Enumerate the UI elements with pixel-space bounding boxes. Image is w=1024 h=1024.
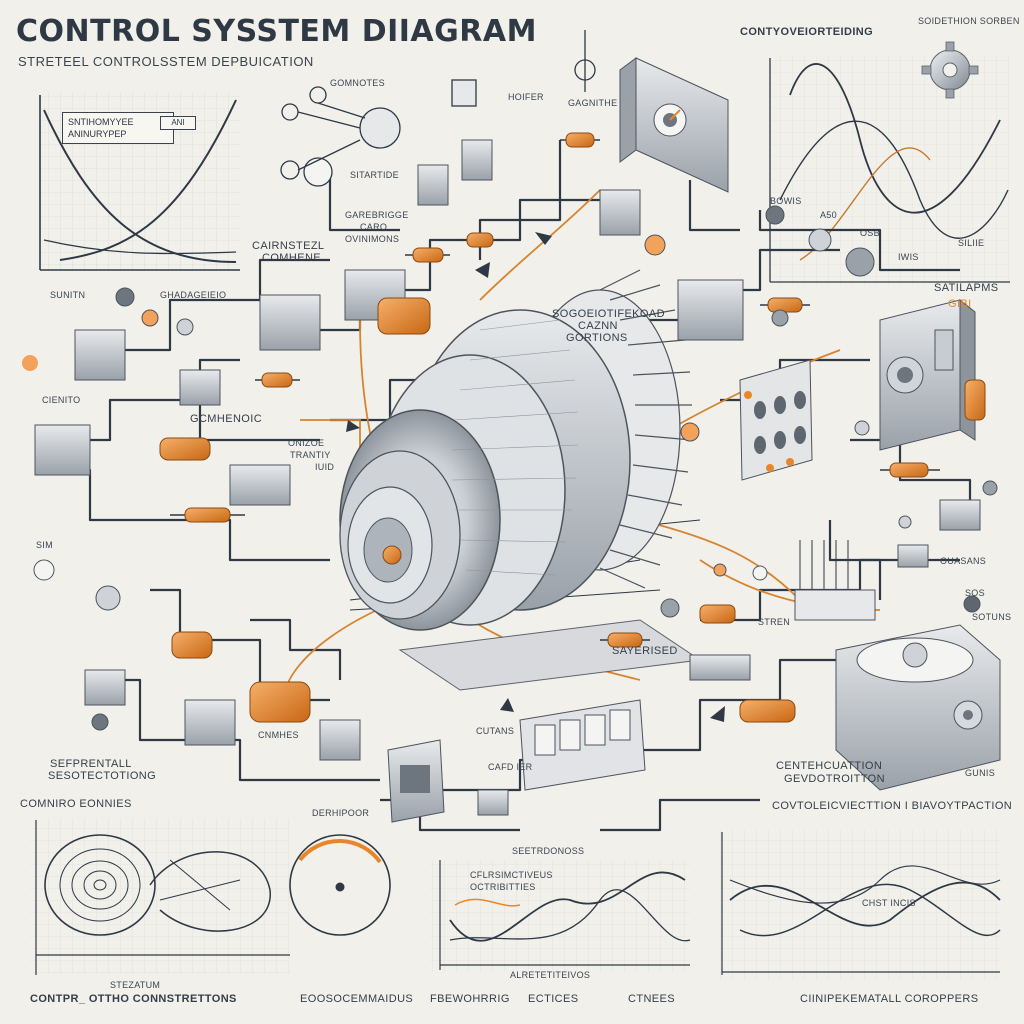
bottom-right-graph (721, 832, 1001, 975)
label-a50: A50 (820, 210, 837, 220)
bottom-left-footer: CONTPR_ OTTHO CONNSTRETTONS (30, 993, 237, 1005)
label-cairnstezl: CAIRNSTEZL (252, 240, 325, 252)
label-gunis: GUNIS (965, 768, 996, 778)
bottom-center-graph-grid (430, 860, 690, 972)
label-gibi: GIBI (948, 298, 972, 310)
cylinders (159, 297, 986, 723)
label-gortions: GORTIONS (566, 332, 628, 344)
page-title: CONTROL SYSSTEM DIIAGRAM (16, 14, 537, 49)
label-sim: SIM (36, 540, 53, 550)
bottom-right-sub: CHST INCIS (862, 898, 916, 908)
label-gonomes: GOMNOTES (330, 78, 385, 88)
label-cazmn: CAZNN (578, 320, 618, 332)
control-box-right (879, 298, 976, 451)
top-network-symbols (280, 30, 596, 187)
label-sesotectog: SESOTECTOTIONG (48, 770, 157, 782)
legend-line-1: SNTIHOMYYEE (68, 117, 134, 127)
label-gevdotroitton: GEVDOTROITTON (784, 773, 885, 785)
bottom-left-graph-grid (30, 818, 290, 974)
label-sos: SOS (965, 588, 985, 598)
label-osb: OSB (860, 228, 880, 238)
top-right-label: CONTYOVEIORTEIDING (740, 26, 874, 38)
top-left-legend: SNTIHOMYYEE ANINURYPEP (62, 112, 174, 144)
bottom-mid-title: DERHIPOOR (312, 808, 370, 818)
top-right-label-2: SOIDETHION SORBEN (918, 16, 1020, 26)
bottom-center-gauge (289, 834, 391, 936)
bottom-center-footer-2: ALRETETITEIVOS (510, 970, 591, 980)
gear-icon (921, 41, 979, 99)
label-sotuns: SOTUNS (972, 612, 1012, 622)
label-bowis: BOWIS (770, 196, 802, 206)
bottom-left-sub: STEZATUM (110, 980, 161, 990)
small-modules (34, 139, 981, 816)
terminal-block-bottom (519, 699, 646, 791)
label-ghadageieio: GHADAGEIEIO (160, 290, 227, 300)
label-cnmhes: CNMHES (258, 730, 299, 740)
label-cutans: CUTANS (476, 726, 515, 736)
bottom-right-graph-grid (720, 830, 1000, 980)
bottom-center-sub-2: OCTRIBITTIES (470, 882, 536, 892)
module-bottom-center (387, 739, 445, 823)
label-iuid: IUID (315, 462, 335, 472)
bottom-center-graph (439, 860, 691, 970)
label-carebrigge: GAREBRIGGE (345, 210, 409, 220)
legend-tag: ANI (160, 116, 196, 130)
bottom-right-footer: CIINIPEKEMATALL COROPPERS (800, 993, 979, 1005)
resistors (170, 132, 940, 648)
label-sogoer: SOGOEIOTIFEKOAD (552, 308, 665, 320)
label-sayreised: SAYERISED (612, 645, 678, 657)
bottom-mid-footer: EOOSOCEMMAIDUS (300, 993, 414, 1005)
bottom-center-title: SEETRDONOSS (512, 846, 585, 856)
bottom-center-footer-1: FBEWOHRRIG (430, 993, 510, 1005)
label-iwis: IWIS (898, 252, 919, 262)
label-sefprental: SEFPRENTALL (50, 758, 132, 770)
bottom-center-sub-1: CFLRSIMCTIVEUS (470, 870, 553, 880)
label-trantiy: TRANTIY (290, 450, 331, 460)
label-holfer: HOIFER (508, 92, 544, 102)
central-coil-motor (339, 269, 702, 691)
label-gcmhenoic: GCMHENOIC (190, 413, 263, 425)
label-ouasans: OUASANS (940, 556, 987, 566)
label-sintgie: SITARTIDE (350, 170, 399, 180)
bottom-left-title: COMNIRO EONNIES (20, 798, 132, 810)
label-sunitn: SUNITN (50, 290, 86, 300)
direction-arrows (346, 232, 725, 722)
label-ovinmoms: OVINIMONS (345, 234, 400, 244)
bottom-left-spiral-graph (35, 820, 290, 975)
label-gagnithe: GAGNITHE (568, 98, 618, 108)
label-comhene: COMHENE (262, 252, 322, 264)
label-onizoe: ONIZOE (288, 438, 325, 448)
label-silie: SILIIE (958, 238, 985, 248)
label-centerhcuattion: CENTEHCUATTION (776, 760, 883, 772)
bottom-center-footer-4: CTNEES (628, 993, 676, 1005)
legend-line-2: ANINURYPEP (68, 129, 127, 139)
label-caro: CARO (360, 222, 388, 232)
label-satiapms: SATILAPMS (934, 282, 999, 294)
bottom-right-title: COVTOLEICVIECTTION I BIAVOYTPACTION (772, 800, 1013, 812)
label-stren: STREN (758, 617, 791, 627)
label-cafd-ier: CAFD IER (488, 762, 533, 772)
top-left-graph (39, 95, 240, 271)
label-cienito: CIENITO (42, 395, 81, 405)
page-subtitle: STRETEEL CONTROLSSTEM DEPBUICATION (18, 54, 314, 69)
bottom-center-footer-3: ECTICES (528, 993, 579, 1005)
knobs-and-connectors (22, 205, 998, 731)
control-panel-top (619, 57, 729, 193)
relay-board-right (739, 359, 813, 481)
dial-module-bottom-right (835, 624, 1001, 791)
